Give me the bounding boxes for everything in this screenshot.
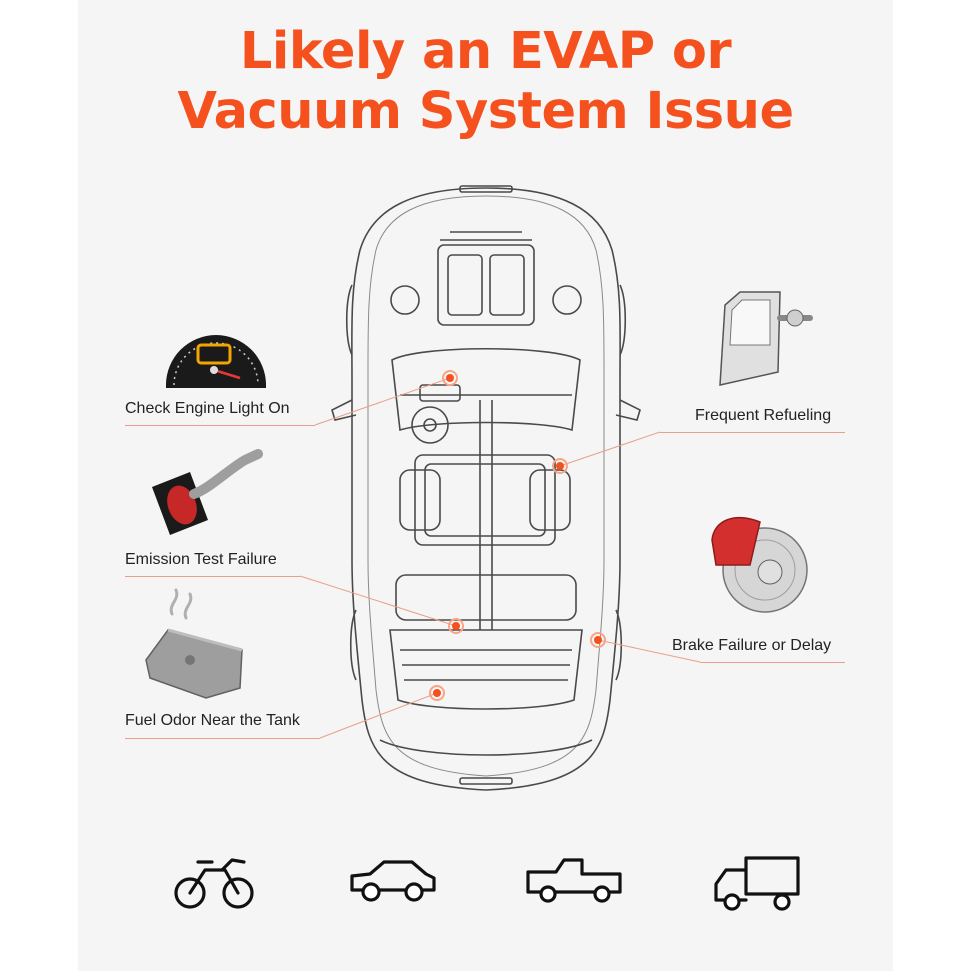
right-mirror (615, 399, 641, 421)
symptom-frequent-refueling: Frequent Refueling (695, 407, 832, 424)
hotspot-refueling (556, 462, 564, 470)
hotspot-engine (446, 374, 454, 382)
car-body-outline (351, 187, 621, 791)
rule-check-engine (125, 425, 315, 426)
car-icon (350, 860, 436, 902)
sunroof (414, 454, 556, 546)
symptom-fuel-odor: Fuel Odor Near the Tank (125, 712, 300, 729)
motorcycle-icon (174, 858, 254, 909)
hotspot-fuel (433, 689, 441, 697)
hotspot-brake (594, 636, 602, 644)
leader-fuel-odor (319, 692, 438, 739)
rear-window (389, 629, 583, 710)
pickup-truck-icon (526, 858, 622, 903)
leader-frequent-refueling (559, 431, 661, 467)
leader-brake (597, 639, 701, 663)
symptom-brake: Brake Failure or Delay (672, 637, 832, 654)
title-line-1: Likely an EVAP or (239, 22, 732, 81)
check-engine-gauge-icon (166, 335, 266, 388)
left-mirror (331, 399, 357, 421)
engine-block (437, 244, 535, 326)
hotspot-emission (452, 622, 460, 630)
symptom-emission: Emission Test Failure (125, 551, 277, 568)
windshield (391, 347, 581, 432)
fuel-tank-icon (145, 588, 243, 699)
air-intake-filter-icon (152, 449, 263, 535)
page-title: Likely an EVAP or Vacuum System Issue (78, 22, 893, 142)
brake-caliper-icon (711, 517, 808, 613)
rule-fuel-odor (125, 738, 320, 739)
rule-emission (125, 576, 300, 577)
rule-frequent-refueling (660, 432, 845, 433)
leader-check-engine (314, 377, 451, 426)
box-truck-icon (714, 856, 800, 911)
door-seal-icon (719, 291, 813, 386)
leader-emission (299, 575, 457, 627)
symptom-check-engine: Check Engine Light On (125, 400, 290, 417)
rule-brake (700, 662, 845, 663)
title-line-2: Vacuum System Issue (177, 82, 794, 141)
